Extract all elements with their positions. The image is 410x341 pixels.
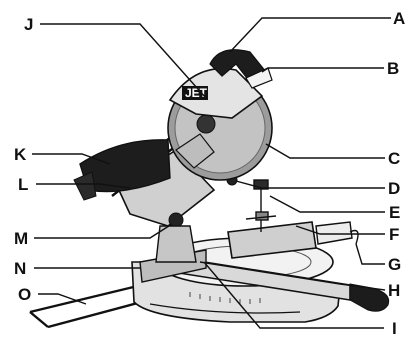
callout-o: O xyxy=(18,285,31,304)
dust-bag-tip xyxy=(74,172,96,200)
callout-g: G xyxy=(388,255,401,274)
leader-b xyxy=(262,68,384,72)
callout-a: A xyxy=(393,9,405,28)
leader-e xyxy=(270,196,385,212)
blade-arbor xyxy=(197,115,215,133)
leader-m xyxy=(34,224,172,238)
callout-b: B xyxy=(387,59,399,78)
callout-i: I xyxy=(392,319,397,338)
column-support xyxy=(156,226,196,262)
leader-c xyxy=(266,144,385,158)
callout-e: E xyxy=(389,203,400,222)
callout-l: L xyxy=(18,175,28,194)
callout-h: H xyxy=(388,281,400,300)
callout-n: N xyxy=(14,259,26,278)
leader-a xyxy=(230,18,391,52)
stock-stop xyxy=(316,222,352,244)
callout-k: K xyxy=(14,145,27,164)
callout-m: M xyxy=(14,229,28,248)
leader-g xyxy=(356,244,385,264)
callout-d: D xyxy=(388,179,400,198)
callout-j: J xyxy=(24,15,33,34)
callout-f: F xyxy=(389,225,399,244)
callout-c: C xyxy=(388,149,400,168)
